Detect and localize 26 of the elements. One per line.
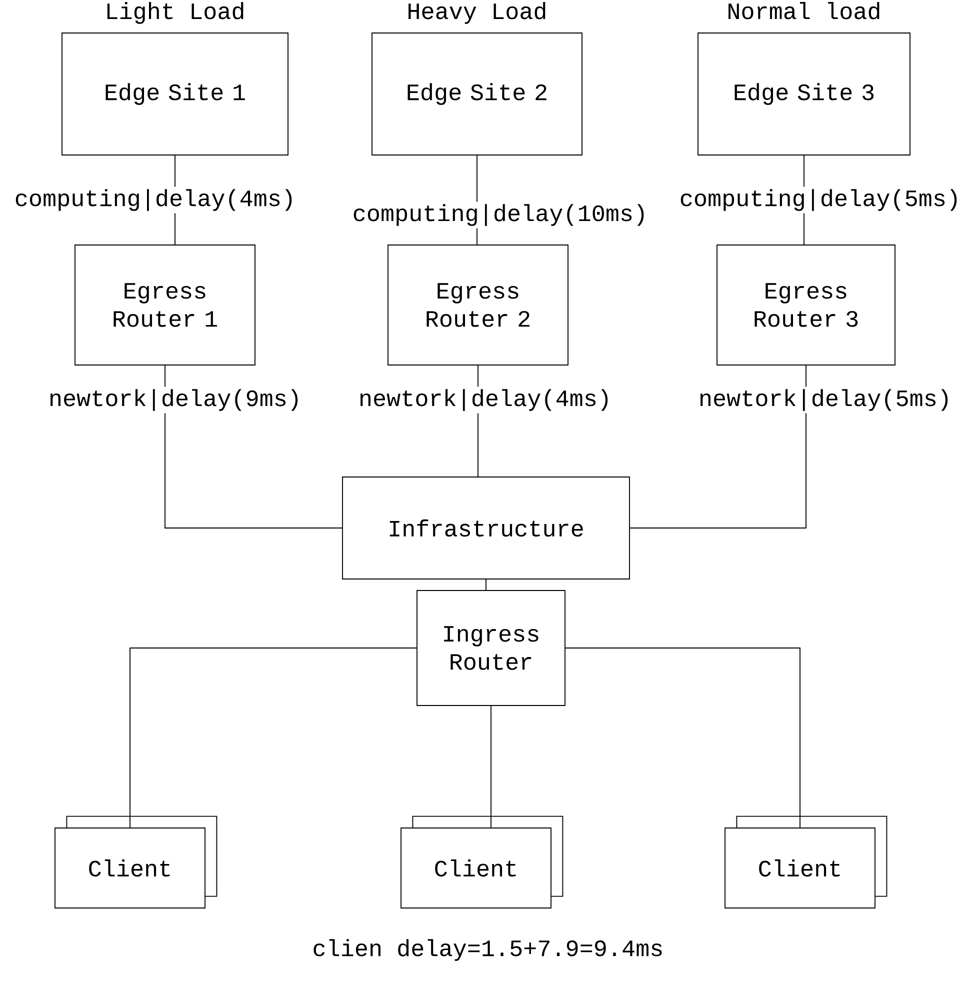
router-box: Egress Router 3	[716, 244, 896, 366]
connector-line	[490, 706, 492, 828]
connector-line	[164, 365, 342, 528]
infrastructure-box: Infrastructure	[342, 476, 630, 580]
site-box: Edge Site 1	[62, 32, 288, 156]
connector-line	[130, 648, 417, 828]
edge-label: computing|delay(5ms)	[677, 186, 963, 214]
edge-label: newtork|delay(5ms)	[696, 386, 954, 414]
router-box: Egress Router 2	[388, 244, 568, 366]
site-box: Edge Site 3	[698, 32, 910, 156]
connector-line	[630, 365, 806, 528]
connector-line	[565, 648, 800, 828]
site-box: Edge Site 2	[372, 32, 582, 156]
heading-text: Heavy Load	[408, 2, 546, 24]
heading-text: Normal load	[728, 2, 880, 20]
router-box: Egress Router 1	[74, 244, 256, 366]
client-stack: Client	[400, 816, 564, 908]
router-box: Ingress Router	[416, 590, 566, 706]
client-stack: Client	[54, 816, 218, 908]
client-stack: Client	[724, 816, 888, 908]
edge-label: newtork|delay(4ms)	[356, 386, 614, 414]
edge-label: computing|delay(4ms)	[12, 186, 298, 214]
note-text: clien delay=1.5+7.9=9.4ms	[314, 939, 662, 961]
edge-label: newtork|delay(9ms)	[46, 386, 304, 414]
edge-label: computing|delay(10ms)	[350, 202, 650, 228]
heading-text: Light Load	[107, 2, 244, 24]
